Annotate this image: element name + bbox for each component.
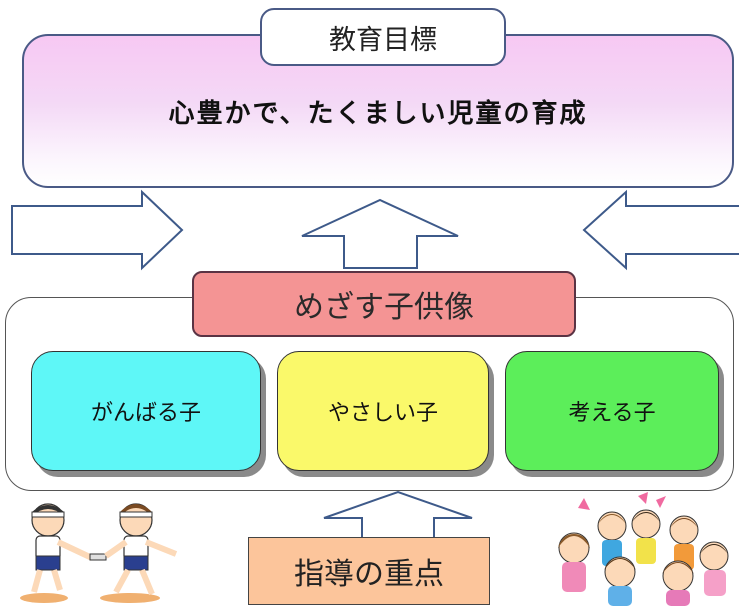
goal-statement: 心豊かで、たくましい児童の育成 bbox=[168, 98, 588, 129]
left-arrow-icon bbox=[582, 189, 739, 271]
up-arrow-icon bbox=[301, 198, 459, 269]
guidance-focus-box: 指導の重点 bbox=[248, 537, 490, 605]
trait-card-kind: やさしい子 bbox=[277, 351, 489, 471]
children-circle-illustration bbox=[558, 492, 729, 606]
trait-card-thinking: 考える子 bbox=[505, 351, 719, 471]
ideal-children-title: めざす子供像 bbox=[192, 271, 576, 337]
up-arrow-icon bbox=[323, 490, 473, 539]
children-relay-illustration bbox=[20, 503, 178, 603]
right-arrow-icon bbox=[11, 189, 184, 271]
trait-card-hardworking: がんばる子 bbox=[31, 351, 261, 471]
goal-title: 教育目標 bbox=[260, 8, 506, 66]
